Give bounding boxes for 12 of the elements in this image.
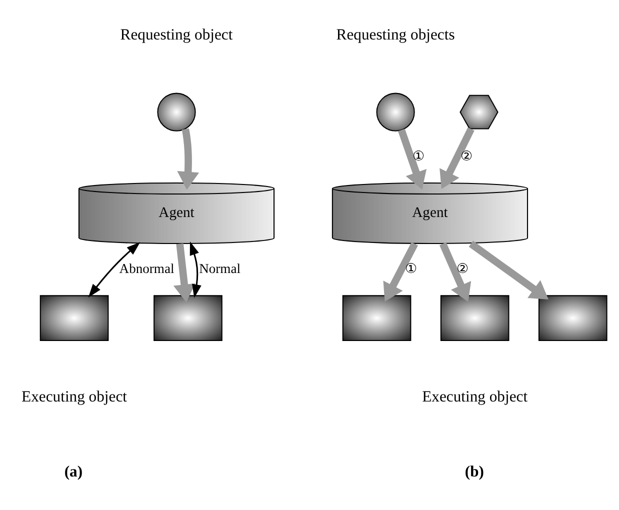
label: Executing object — [422, 388, 528, 406]
label: Executing object — [22, 388, 127, 406]
edge-label: ① — [412, 148, 426, 164]
label: Requesting object — [120, 26, 233, 44]
edge-label: Abnormal — [119, 261, 174, 276]
edge-label: Normal — [199, 261, 240, 276]
label: (b) — [464, 464, 484, 481]
label: (a) — [64, 464, 83, 481]
edge-label: ② — [460, 148, 474, 164]
label: Requesting objects — [336, 26, 455, 44]
edge-label: ① — [405, 261, 418, 276]
edge-label: ② — [456, 261, 470, 276]
